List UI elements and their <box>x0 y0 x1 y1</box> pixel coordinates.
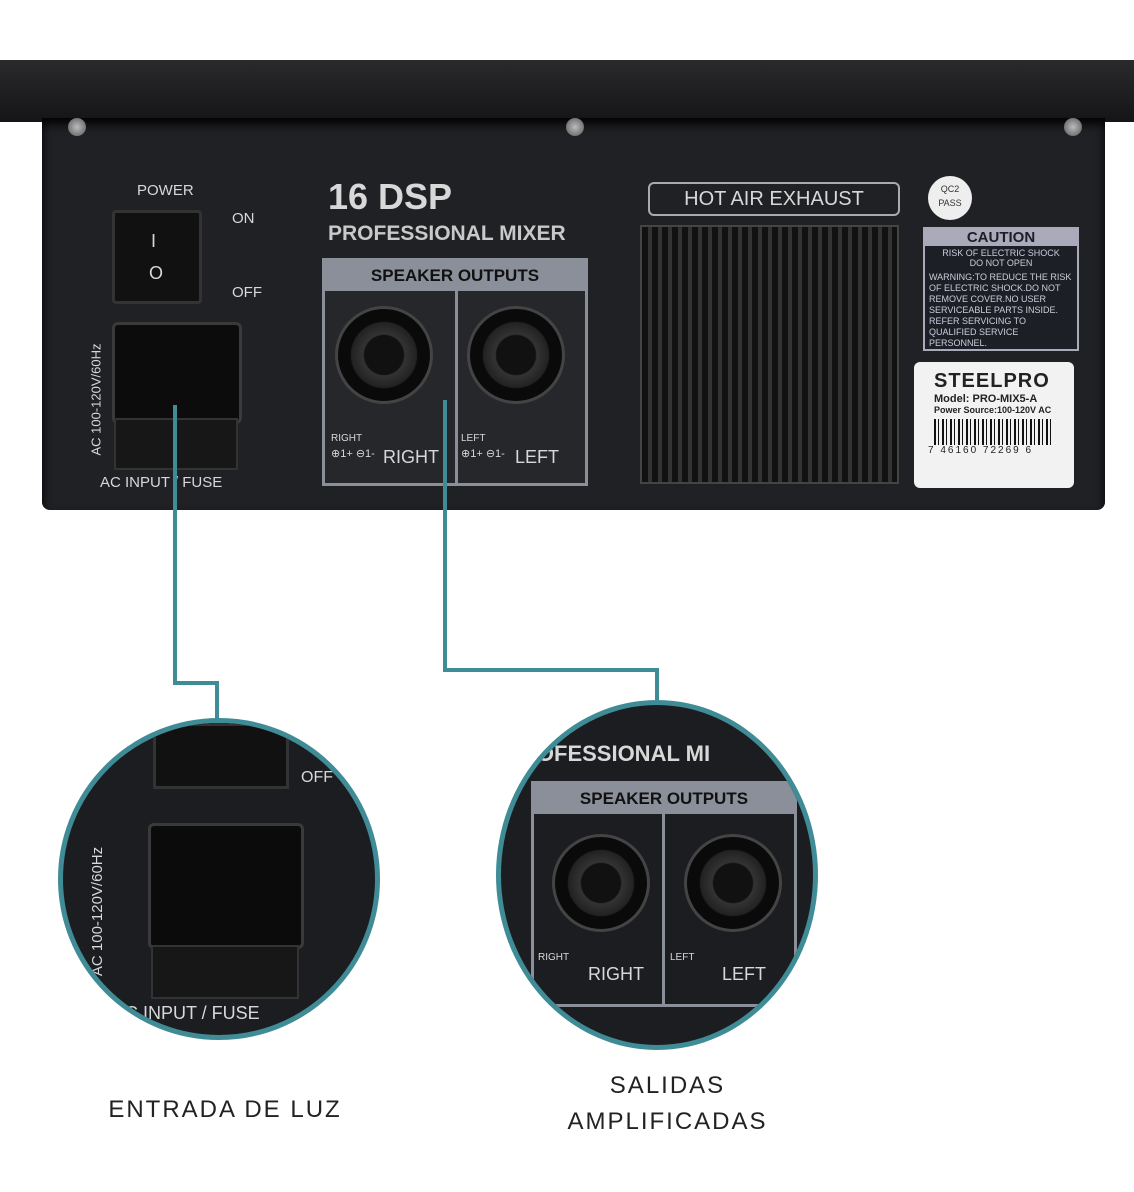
speaker-outputs-box: SPEAKER OUTPUTS RIGHT ⊕1+ ⊖1- RIGHT LEFT… <box>322 258 588 486</box>
product-label: STEELPRO Model: PRO-MIX5-A Power Source:… <box>914 362 1074 488</box>
callout-line <box>655 668 659 700</box>
zoom-ac-input-label: AC INPUT / FUSE <box>113 1003 260 1023</box>
callout-line <box>443 400 447 672</box>
zoom-left-small: LEFT <box>670 952 695 963</box>
zoom-voltage-label: AC 100-120V/60Hz <box>89 846 107 977</box>
zoomed-switch <box>153 723 289 789</box>
right-label: RIGHT <box>383 447 439 467</box>
caption-power-input: ENTRADA DE LUZ <box>108 1096 342 1123</box>
model-subtitle: PROFESSIONAL MIXER <box>328 222 566 245</box>
screw <box>566 118 584 136</box>
zoom-jack-right <box>552 834 650 932</box>
screw <box>1064 118 1082 136</box>
speaker-outputs-label: SPEAKER OUTPUTS <box>325 261 585 291</box>
caution-title: CAUTION <box>925 229 1077 246</box>
cooling-fan <box>640 225 899 484</box>
caution-label: CAUTION RISK OF ELECTRIC SHOCK DO NOT OP… <box>923 227 1079 351</box>
on-label: ON <box>232 210 255 227</box>
polarity-label: ⊕1+ ⊖1- <box>331 448 375 460</box>
zoom-speaker-outputs: ROFESSIONAL MI SPEAKER OUTPUTS RIGHT RIG… <box>496 700 818 1050</box>
left-label: LEFT <box>515 447 560 467</box>
divider <box>662 814 665 1004</box>
barcode <box>934 419 1054 445</box>
barcode-number: 7 46160 72269 6 <box>928 445 1034 456</box>
left-small-label: LEFT <box>461 433 486 444</box>
screw <box>68 118 86 136</box>
caption-amplified-outputs: SALIDAS AMPLIFICADAS <box>567 1072 768 1135</box>
power-source: Power Source:100-120V AC <box>934 405 1052 415</box>
ac-input-label: AC INPUT / FUSE <box>100 474 223 491</box>
zoomed-ac-inlet <box>148 823 304 949</box>
warning-text: WARNING:TO REDUCE THE RISK OF ELECTRIC S… <box>929 272 1072 348</box>
zoom-off-label: OFF <box>301 769 333 786</box>
zoom-jack-left <box>684 834 782 932</box>
zoom-ac-input: OFF AC 100-120V/60Hz AC INPUT / FUSE <box>58 718 380 1040</box>
brand-logo: STEELPRO <box>934 370 1050 392</box>
power-label: POWER <box>137 182 194 199</box>
voltage-label: AC 100-120V/60Hz <box>88 343 104 456</box>
off-label: OFF <box>232 284 262 301</box>
mixer-top <box>0 60 1134 122</box>
divider <box>455 291 458 483</box>
zoom-left-label: LEFT <box>722 964 767 984</box>
model-title: 16 DSP <box>328 176 453 217</box>
qc-sticker: QC2 PASS <box>928 176 972 220</box>
callout-line <box>215 681 219 723</box>
zoom-speaker-outputs-label: SPEAKER OUTPUTS <box>534 784 794 814</box>
callout-line <box>173 405 177 685</box>
speakon-jack-left[interactable] <box>467 306 565 404</box>
zoomed-fuse <box>151 945 299 999</box>
zoom-speaker-box: SPEAKER OUTPUTS RIGHT RIGHT LEFT LEFT <box>531 781 797 1007</box>
polarity-label: ⊕1+ ⊖1- <box>461 448 505 460</box>
speakon-jack-right[interactable] <box>335 306 433 404</box>
right-small-label: RIGHT <box>331 433 363 444</box>
exhaust-label: HOT AIR EXHAUST <box>648 182 900 216</box>
switch-on-mark: I <box>151 231 157 251</box>
zoom-subtitle: ROFESSIONAL MI <box>521 741 711 766</box>
zoom-right-small: RIGHT <box>538 952 570 963</box>
callout-line <box>443 668 659 672</box>
callout-line <box>173 681 219 685</box>
ac-inlet[interactable] <box>112 322 242 424</box>
switch-off-mark: O <box>149 263 164 283</box>
risk-text: RISK OF ELECTRIC SHOCK DO NOT OPEN <box>942 248 1060 268</box>
model-number: Model: PRO-MIX5-A <box>934 393 1038 405</box>
zoom-right-label: RIGHT <box>588 964 644 984</box>
